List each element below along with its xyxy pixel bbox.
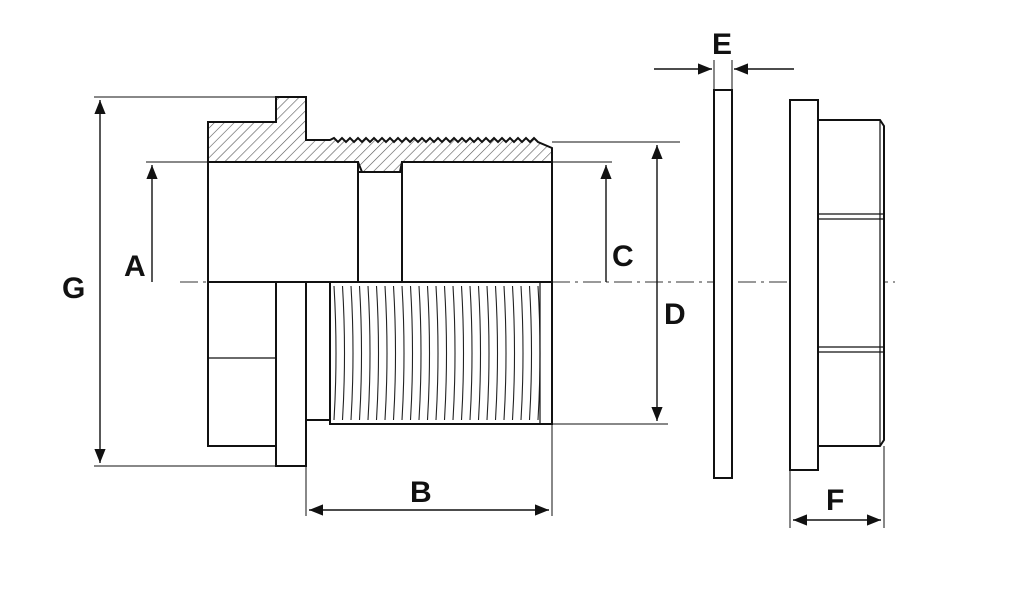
label-b: B bbox=[410, 476, 432, 509]
fitting-body bbox=[207, 96, 553, 467]
label-g: G bbox=[62, 272, 85, 305]
thread-line bbox=[350, 285, 354, 421]
thread-line bbox=[333, 285, 337, 421]
thread-line bbox=[435, 285, 439, 421]
thread-line bbox=[341, 285, 346, 421]
thread-line bbox=[409, 285, 414, 421]
thread-line bbox=[520, 285, 524, 421]
external-thread-body bbox=[329, 281, 553, 425]
thread-line bbox=[511, 285, 516, 421]
upper-bore-groove bbox=[357, 171, 403, 283]
lower-flange bbox=[275, 281, 307, 467]
upper-bore-right bbox=[401, 161, 553, 283]
lock-nut bbox=[789, 99, 885, 471]
gasket-washer bbox=[713, 89, 733, 479]
thread-line bbox=[367, 285, 371, 421]
label-f: F bbox=[826, 484, 844, 517]
thread-line bbox=[358, 285, 363, 421]
extension-lines bbox=[94, 60, 885, 528]
thread-line bbox=[486, 285, 490, 421]
thread-line bbox=[384, 285, 388, 421]
thread-line bbox=[460, 285, 465, 421]
thread-line bbox=[392, 285, 397, 421]
dimension-lines bbox=[94, 63, 881, 526]
thread-line bbox=[503, 285, 507, 421]
thread-line bbox=[443, 285, 448, 421]
label-e: E bbox=[712, 28, 732, 61]
section-hatch bbox=[207, 96, 553, 173]
thread-line bbox=[426, 285, 431, 421]
label-c: C bbox=[612, 240, 634, 273]
thread-line bbox=[469, 285, 473, 421]
thread-line bbox=[401, 285, 405, 421]
lower-body-hex bbox=[207, 281, 277, 447]
nut-flange bbox=[789, 99, 819, 471]
external-thread-lines bbox=[333, 285, 541, 421]
thread-line bbox=[418, 285, 422, 421]
lower-neck bbox=[305, 281, 331, 421]
nut-hex-body bbox=[817, 119, 885, 447]
upper-bore-left bbox=[207, 161, 359, 283]
thread-line bbox=[452, 285, 456, 421]
label-a: A bbox=[124, 250, 146, 283]
thread-line bbox=[528, 285, 533, 421]
thread-line bbox=[375, 285, 380, 421]
thread-line bbox=[494, 285, 499, 421]
label-d: D bbox=[664, 298, 686, 331]
thread-line bbox=[477, 285, 482, 421]
